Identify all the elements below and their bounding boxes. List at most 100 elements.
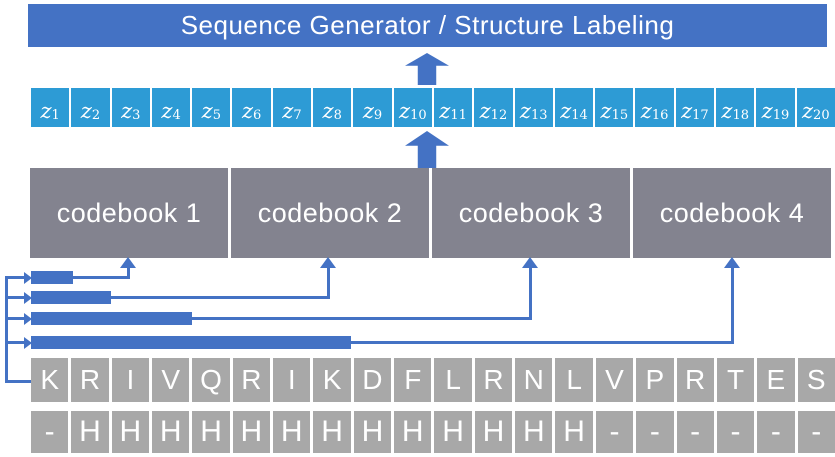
residue-letter: F (404, 364, 422, 395)
structure-label-cell: H (434, 411, 472, 453)
latent-index: 18 (732, 108, 749, 123)
residue-letter: L (445, 364, 461, 395)
codebook-box: codebook 2 (231, 168, 429, 258)
structure-label-cell: H (474, 411, 513, 453)
codebook-connector-line-2 (111, 296, 330, 299)
structure-letter: - (609, 415, 620, 448)
structure-label-cell: H (111, 411, 150, 453)
residue-letter: V (605, 364, 624, 395)
residue-cell: V (152, 358, 190, 402)
latent-symbol: z (322, 99, 334, 123)
latent-index: 2 (91, 108, 101, 123)
branch-right-arrowhead-icon (24, 337, 32, 349)
latent-index: 8 (333, 108, 342, 123)
input-branch-spine-line (5, 276, 8, 383)
latent-index: 5 (212, 108, 222, 123)
codebook-box: codebook 4 (633, 168, 831, 258)
structure-label-cell: H (394, 411, 432, 453)
residue-letter: T (726, 364, 745, 395)
branch-line-2 (6, 296, 24, 299)
residue-cell: P (636, 358, 674, 402)
residue-letter: V (161, 364, 181, 395)
connector-up-arrowhead-icon (522, 257, 538, 268)
codebook-to-latent-up-arrow-icon (405, 131, 449, 168)
latent-symbol: z (801, 99, 814, 123)
latent-index: 17 (692, 108, 709, 123)
latent-symbol: z (282, 99, 294, 123)
connector-up-arrowhead-icon (120, 257, 136, 268)
structure-label-row: - H H H H H H H H H H H H H - - (31, 411, 835, 453)
branch-right-arrowhead-icon (24, 313, 32, 325)
latent-symbol: z (399, 99, 411, 123)
codebook-label: codebook 3 (458, 197, 604, 228)
residue-letter: R (241, 364, 262, 395)
latent-symbol: z (600, 99, 612, 123)
residue-cell: D (353, 358, 392, 402)
latent-symbol: z (161, 99, 173, 123)
codebook-label: codebook 1 (56, 197, 202, 228)
latent-symbol: z (362, 99, 374, 123)
structure-label-cell: H (313, 411, 351, 453)
connector-up-arrowhead-icon (724, 257, 740, 268)
structure-letter: H (79, 415, 101, 448)
residue-letter: E (766, 364, 786, 395)
page-title: Sequence Generator / Structure Labeling (180, 10, 675, 40)
latent-to-generator-up-arrow-icon (405, 53, 449, 85)
structure-letter: H (240, 415, 263, 448)
codebook-connector-riser-3 (529, 266, 532, 320)
residue-letter: I (126, 364, 135, 395)
latent-index: 19 (772, 108, 790, 123)
structure-letter: - (730, 415, 741, 448)
structure-label-cell: H (515, 411, 553, 453)
latent-symbol: z (519, 99, 531, 123)
structure-letter: H (280, 415, 303, 448)
residue-sequence-row: K R I V Q R I K D F L R N L V P (31, 358, 835, 402)
structure-label-cell: H (273, 411, 311, 453)
residue-cell: K (31, 358, 69, 402)
structure-letter: H (482, 415, 505, 448)
structure-label-cell: H (192, 411, 230, 453)
codebook-box: codebook 1 (30, 168, 228, 258)
residue-cell: L (555, 358, 593, 402)
latent-symbol: z (80, 99, 92, 123)
structure-label-cell: - (716, 411, 755, 453)
residue-cell: R (232, 358, 271, 402)
codebook-connector-riser-2 (327, 266, 330, 299)
latent-symbol: z (241, 99, 254, 123)
codebook-connector-line-3 (192, 317, 532, 320)
codebook-connector-line-4 (351, 341, 734, 344)
latent-index: 13 (530, 108, 548, 123)
branch-right-arrowhead-icon (24, 292, 32, 304)
latent-symbol: z (761, 99, 773, 123)
residue-cell: T (716, 358, 755, 402)
codebook-connector-riser-4 (731, 266, 734, 344)
codebook-label: codebook 4 (659, 197, 805, 228)
structure-label-cell: - (676, 411, 714, 453)
residue-letter: K (322, 364, 342, 395)
latent-symbol: z (640, 99, 652, 123)
branch-line-3 (6, 317, 24, 320)
branch-line-1 (6, 276, 24, 279)
structure-letter: H (159, 415, 182, 448)
residue-cell: I (273, 358, 311, 402)
structure-label-cell: - (595, 411, 634, 453)
latent-symbol: z (201, 99, 213, 123)
residue-cell: R (474, 358, 513, 402)
residue-letter: D (362, 364, 383, 395)
structure-letter: H (119, 415, 142, 448)
structure-letter: - (811, 415, 822, 448)
structure-letter: H (200, 415, 222, 448)
latent-index: 1 (51, 108, 60, 123)
